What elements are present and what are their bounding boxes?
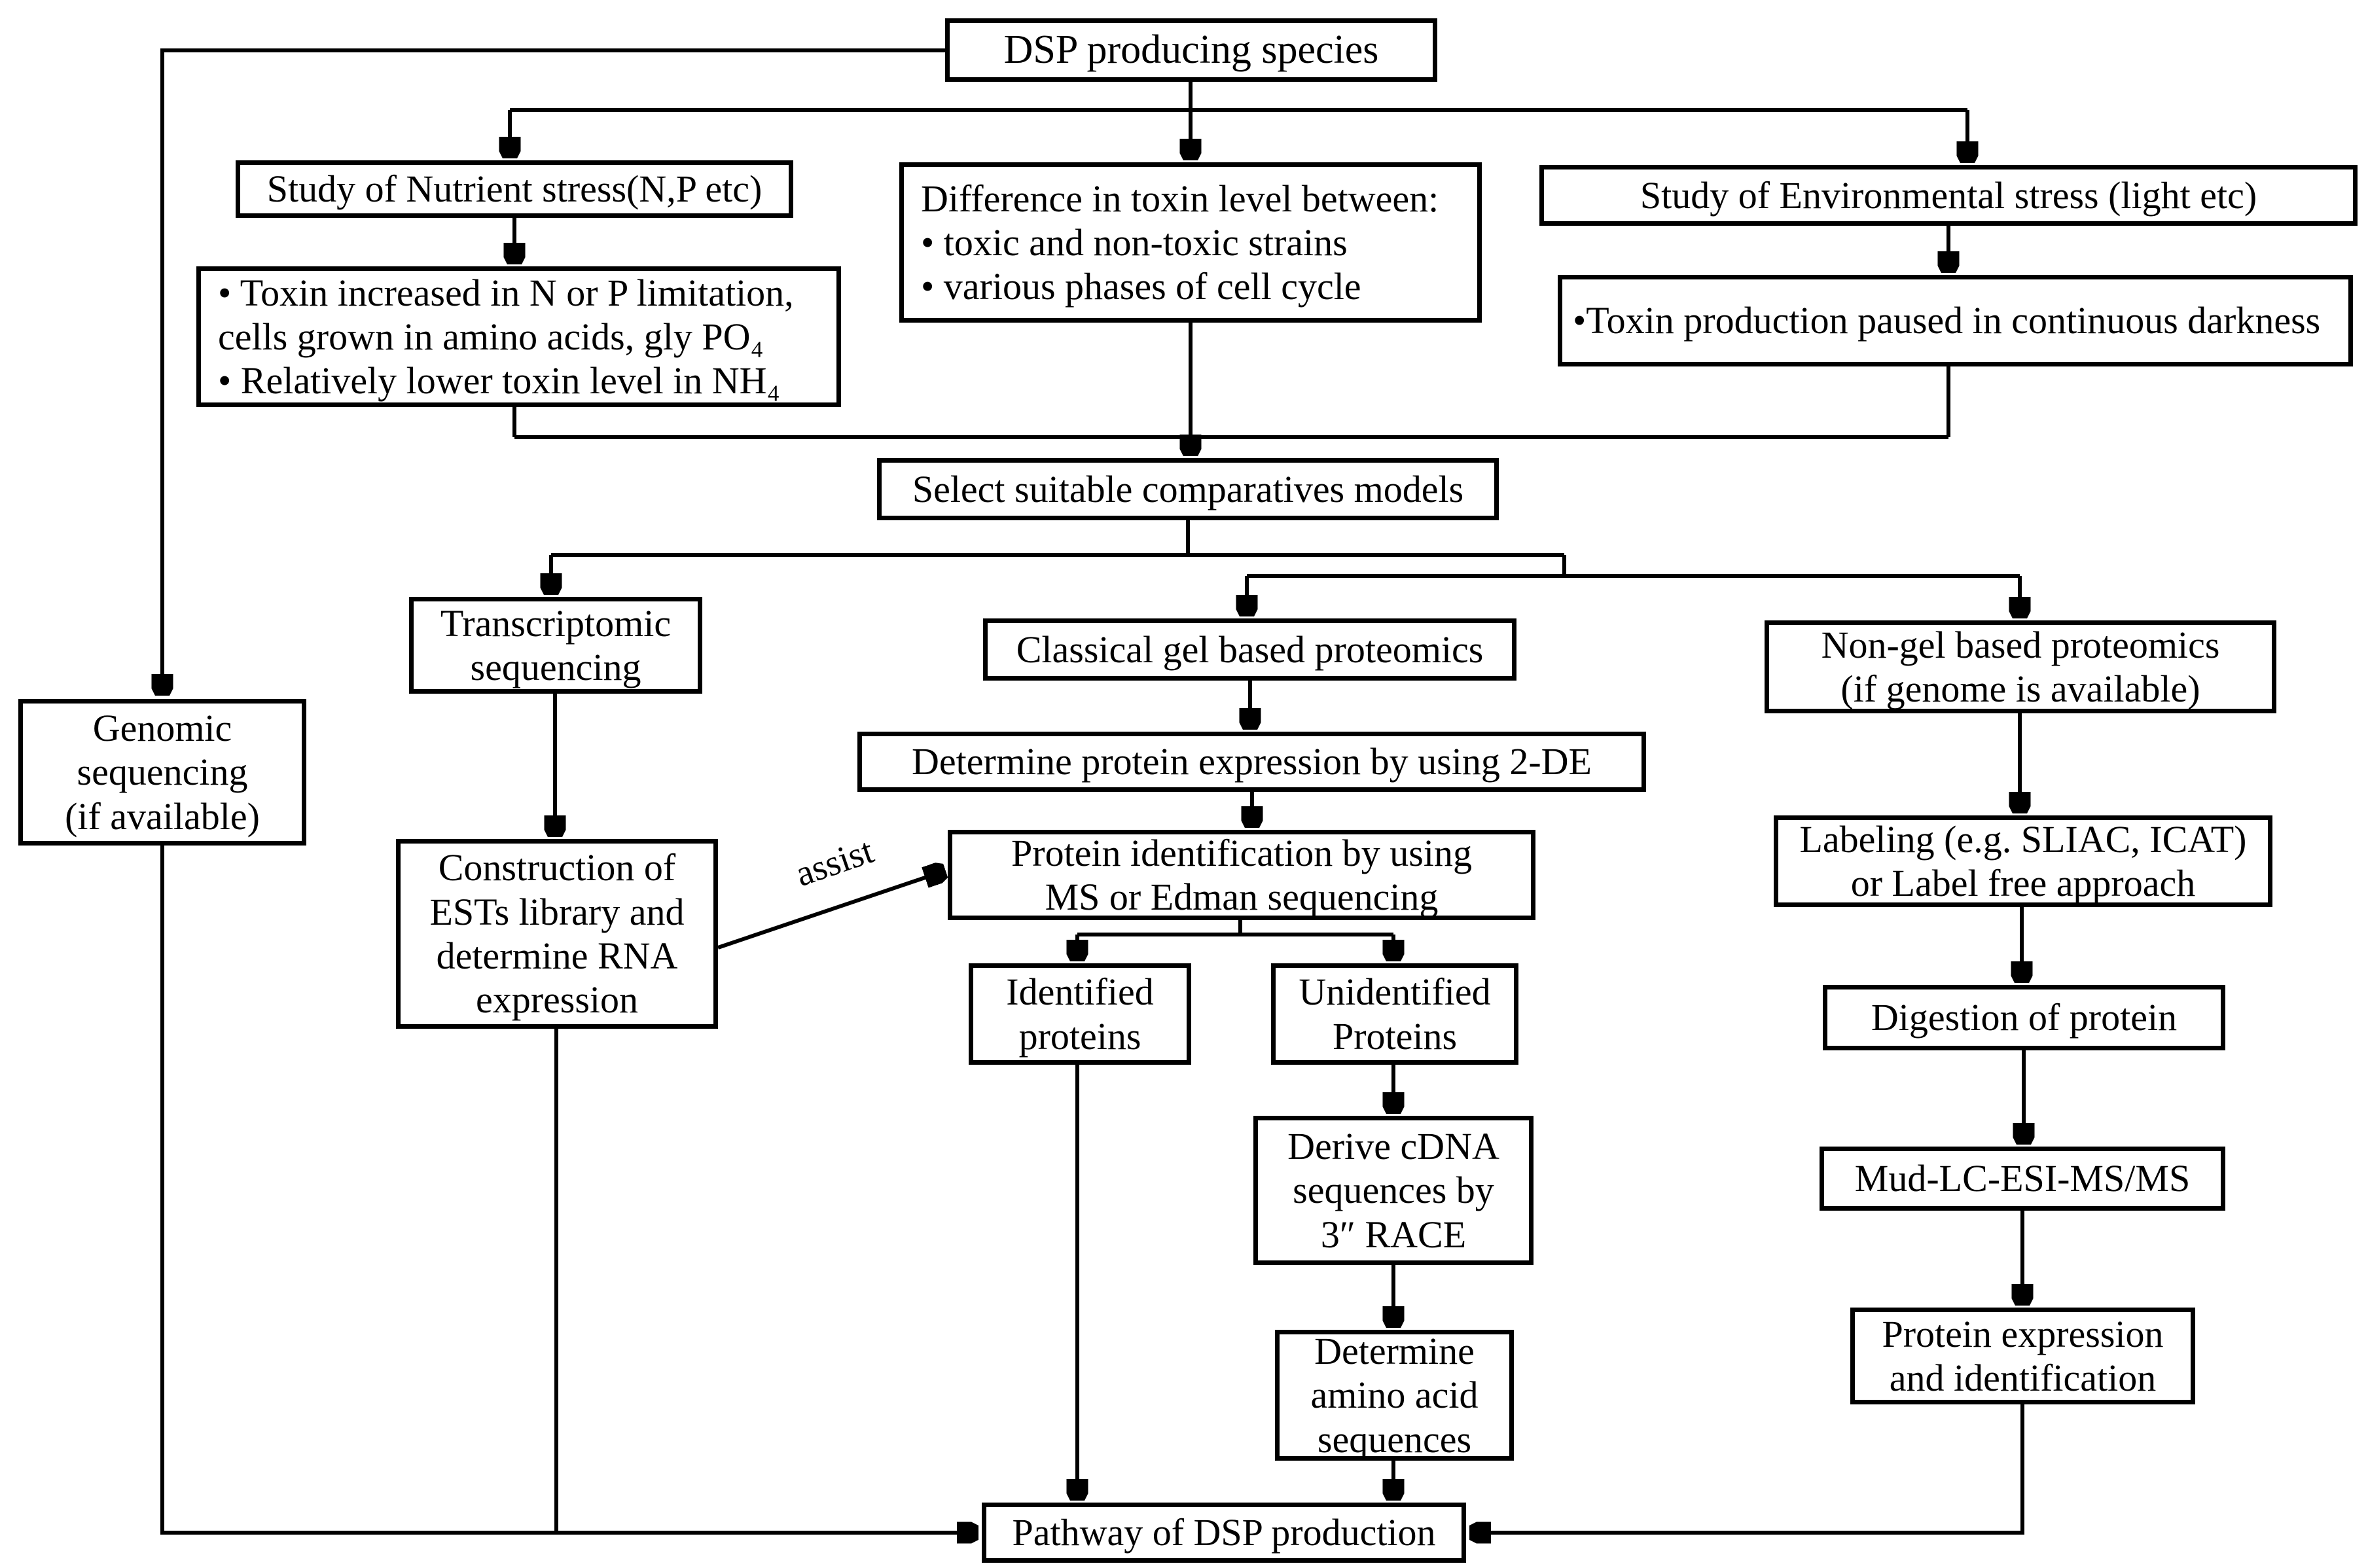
edge-genomic-pathway bbox=[160, 846, 975, 1533]
node-protein-expression-identification: Protein expression and identification bbox=[1850, 1308, 2195, 1404]
node-dsp-pathway: Pathway of DSP production bbox=[982, 1503, 1466, 1563]
node-unidentified-proteins: Unidentified Proteins bbox=[1271, 963, 1518, 1065]
node-protein-digestion: Digestion of protein bbox=[1823, 985, 2225, 1050]
edge-proteinexpr-pathway bbox=[1473, 1404, 2024, 1533]
node-derive-cdna-race: Derive cDNA sequences by 3″ RACE bbox=[1253, 1116, 1534, 1265]
node-select-comparative-models: Select suitable comparatives models bbox=[877, 458, 1499, 520]
node-transcriptomic-sequencing: Transcriptomic sequencing bbox=[409, 597, 702, 694]
node-toxin-level-difference: Difference in toxin level between: • tox… bbox=[899, 162, 1482, 323]
node-mudlc-esi-msms: Mud-LC-ESI-MS/MS bbox=[1820, 1147, 2225, 1211]
node-protein-identification: Protein identification by using MS or Ed… bbox=[948, 830, 1535, 920]
node-labeling-approach: Labeling (e.g. SLIAC, ICAT) or Label fre… bbox=[1774, 815, 2272, 907]
node-genomic-sequencing: Genomic sequencing (if available) bbox=[18, 699, 306, 846]
node-classical-gel-proteomics: Classical gel based proteomics bbox=[983, 618, 1516, 681]
node-identified-proteins: Identified proteins bbox=[969, 963, 1191, 1065]
edge-assist bbox=[717, 872, 942, 950]
node-ests-library-construction: Construction of ESTs library and determi… bbox=[396, 839, 718, 1029]
node-nutrient-stress: Study of Nutrient stress(N,P etc) bbox=[236, 160, 793, 218]
node-dsp-producing-species: DSP producing species bbox=[945, 18, 1437, 82]
node-environmental-stress: Study of Environmental stress (light etc… bbox=[1539, 165, 2358, 226]
node-nutrient-stress-results: • Toxin increased in N or P limitation, … bbox=[196, 266, 841, 407]
edge-dsp-genomic bbox=[162, 48, 945, 692]
node-2de-expression: Determine protein expression by using 2-… bbox=[857, 732, 1646, 792]
node-nongel-proteomics: Non-gel based proteomics (if genome is a… bbox=[1765, 620, 2276, 713]
node-environmental-stress-result: •Toxin production paused in continuous d… bbox=[1558, 275, 2353, 366]
node-amino-acid-sequences: Determine amino acid sequences bbox=[1275, 1330, 1514, 1461]
